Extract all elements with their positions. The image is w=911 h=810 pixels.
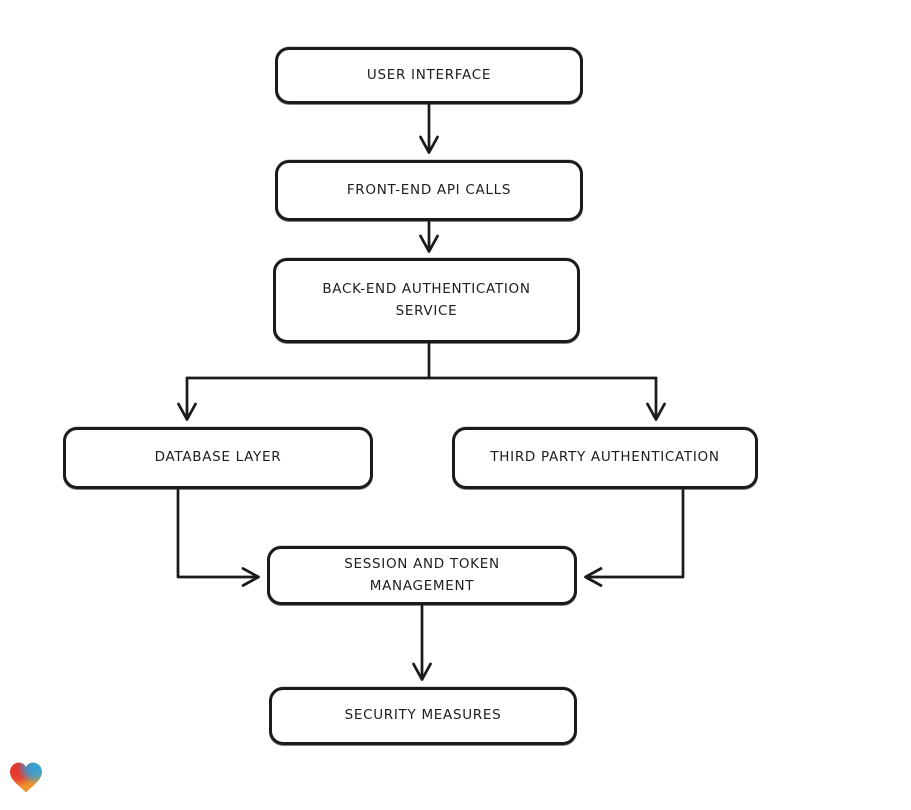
node-user-interface[interactable]: USER INTERFACE: [275, 47, 583, 104]
node-label-user-interface: USER INTERFACE: [366, 66, 492, 83]
node-label-third-party-authentication: THIRD PARTY AUTHENTICATION: [490, 449, 720, 466]
node-label-session-and-token-management: SESSION AND TOKEN MANAGEMENT: [344, 555, 500, 594]
node-label-security-measures: SECURITY MEASURES: [344, 707, 502, 724]
node-label-front-end-api-calls: FRONT-END API CALLS: [346, 181, 512, 198]
node-session-and-token-management[interactable]: SESSION AND TOKEN MANAGEMENT: [267, 546, 577, 605]
node-front-end-api-calls[interactable]: FRONT-END API CALLS: [275, 160, 583, 221]
node-third-party-authentication[interactable]: THIRD PARTY AUTHENTICATION: [452, 427, 758, 489]
node-back-end-authentication-service[interactable]: BACK-END AUTHENTICATION SERVICE: [273, 258, 580, 343]
edge-database-to-session: [176, 488, 260, 587]
node-label-back-end-authentication-service: BACK-END AUTHENTICATION SERVICE: [322, 280, 531, 319]
node-label-database-layer: DATABASE LAYER: [154, 449, 282, 466]
node-security-measures[interactable]: SECURITY MEASURES: [269, 687, 577, 745]
edge-thirdparty-to-session: [584, 488, 685, 587]
node-database-layer[interactable]: DATABASE LAYER: [63, 427, 373, 489]
heart-gradient-icon[interactable]: [9, 761, 43, 794]
